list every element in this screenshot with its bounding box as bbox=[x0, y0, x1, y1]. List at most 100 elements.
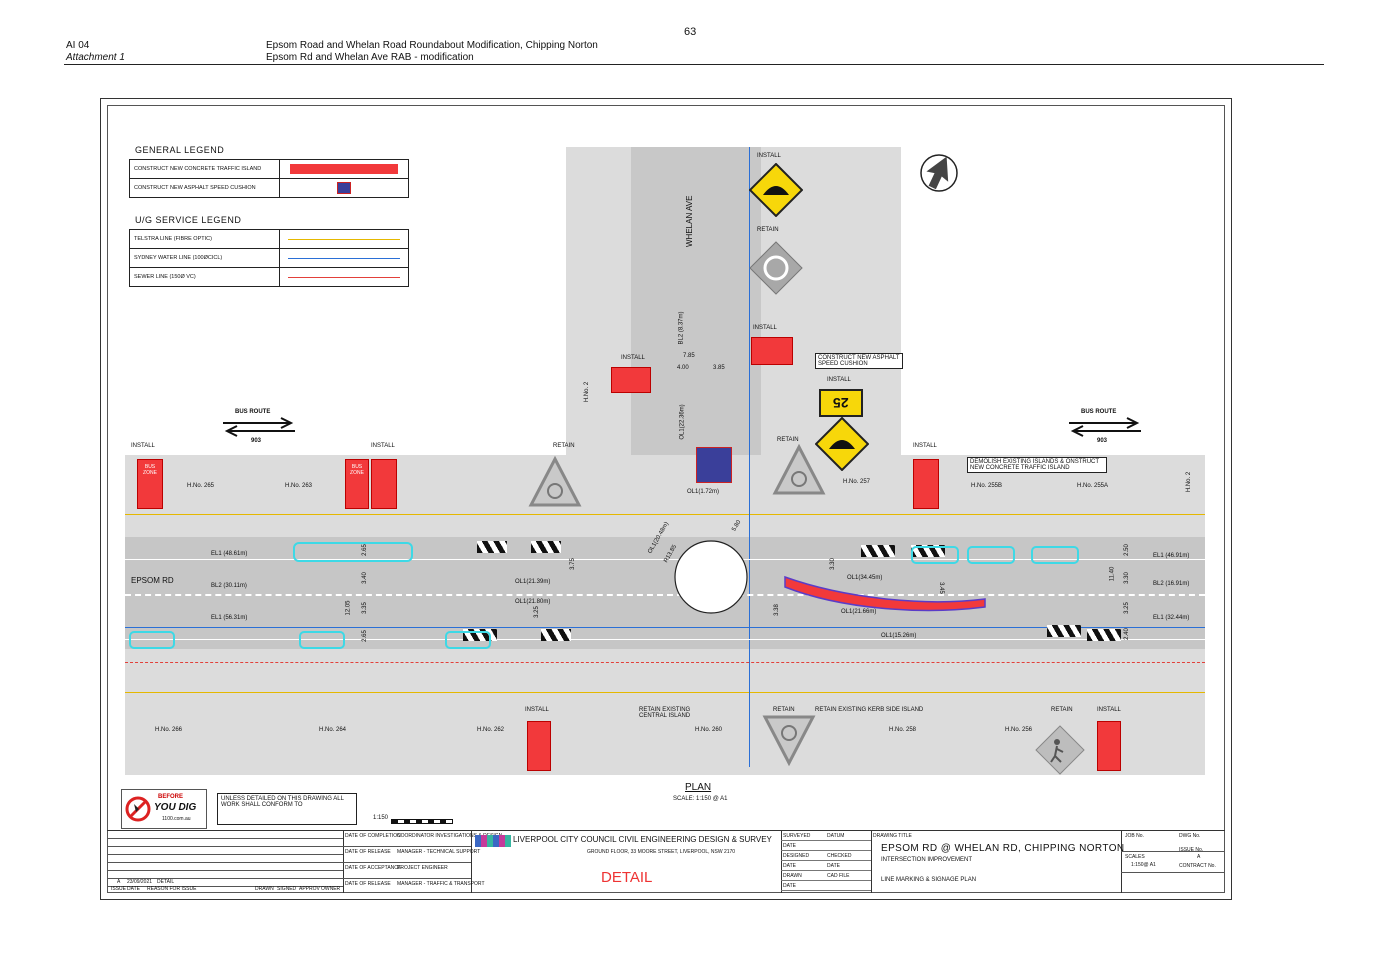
callout-install: INSTALL bbox=[827, 377, 851, 383]
callout-install: INSTALL bbox=[371, 443, 395, 449]
survey-label: DRAWN bbox=[783, 873, 802, 879]
dimension: 3.30 bbox=[829, 558, 836, 570]
page-number: 63 bbox=[684, 26, 697, 38]
house-number: H.No. 255B bbox=[971, 483, 1003, 489]
dimension: 2.65 bbox=[361, 544, 368, 556]
level-label: OL1(21.80m) bbox=[515, 599, 551, 605]
speed-cushion bbox=[696, 447, 732, 483]
check-label: CAD FILE bbox=[827, 873, 850, 879]
speed-hump-warning-sign-icon bbox=[815, 417, 869, 471]
water-line-whelan bbox=[749, 147, 750, 767]
chevron-island bbox=[861, 545, 895, 557]
callout-install: INSTALL bbox=[913, 443, 937, 449]
bus-number-left: 903 bbox=[251, 438, 262, 444]
no-stopping-sign bbox=[913, 459, 939, 509]
service-legend-table: TELSTRA LINE (FIBRE OPTIC) SYDNEY WATER … bbox=[129, 229, 409, 287]
epsom-rd-road bbox=[125, 537, 1205, 649]
dimension: 3.85 bbox=[713, 365, 725, 371]
survey-block bbox=[781, 831, 872, 893]
dbyd-before: BEFORE bbox=[158, 794, 184, 800]
issue-label: ISSUE No. bbox=[1179, 847, 1204, 853]
chevron-island bbox=[1047, 625, 1081, 637]
dimension: 12.05 bbox=[345, 600, 352, 616]
conform-note: UNLESS DETAILED ON THIS DRAWING ALL WORK… bbox=[217, 793, 357, 825]
role-label: MANAGER - TRAFFIC & TRANSPORT bbox=[397, 881, 485, 887]
no-stopping-sign bbox=[1097, 721, 1121, 771]
dimension: 3.38 bbox=[773, 604, 780, 616]
level-label: OL1(1.72m) bbox=[687, 489, 720, 495]
no-stopping-sign bbox=[371, 459, 397, 509]
house-number: H.No. 262 bbox=[477, 727, 505, 733]
dimension: 3.25 bbox=[533, 606, 540, 618]
speed-advisory-sign: 25 bbox=[819, 389, 863, 417]
callout-install: INSTALL bbox=[131, 443, 155, 449]
lane-line bbox=[125, 639, 1205, 640]
sewer-line bbox=[125, 662, 1205, 663]
legend-row: CONSTRUCT NEW ASPHALT SPEED CUSHION bbox=[129, 178, 409, 198]
survey-label: SURVEYED bbox=[783, 833, 811, 839]
revision-col-date: DATE bbox=[127, 886, 140, 892]
speed-advisory-value: 25 bbox=[833, 395, 849, 411]
water-line bbox=[125, 627, 1205, 628]
house-number: H.No. 256 bbox=[1005, 727, 1033, 733]
house-number: H.No. 265 bbox=[187, 483, 215, 489]
dbyd-you-dig: YOU DIG bbox=[154, 802, 197, 813]
scales-label: SCALES bbox=[1125, 854, 1145, 860]
dimension: 3.25 bbox=[1123, 602, 1130, 614]
callout-install: INSTALL bbox=[1097, 707, 1121, 713]
house-number: H.No. 260 bbox=[695, 727, 723, 733]
new-traffic-island bbox=[784, 575, 986, 612]
chevron-island bbox=[477, 541, 507, 553]
chevron-island bbox=[911, 545, 945, 557]
service-legend-title: U/G SERVICE LEGEND bbox=[135, 215, 242, 225]
car bbox=[1031, 546, 1079, 564]
scale-bar-label: 1:150 bbox=[373, 815, 389, 821]
telstra-line-south bbox=[125, 692, 1205, 693]
chevron-island bbox=[541, 629, 571, 641]
callout-install: INSTALL bbox=[753, 325, 777, 331]
level-label: EL1 (46.91m) bbox=[1153, 553, 1190, 559]
level-label: BL2 (16.91m) bbox=[1153, 581, 1190, 587]
chevron-island bbox=[1087, 629, 1121, 641]
legend-line-water bbox=[279, 248, 409, 268]
revision-date: 23/09/2021 bbox=[127, 879, 153, 885]
bus-route-arrows-left-icon bbox=[223, 417, 295, 437]
job-block bbox=[1121, 831, 1225, 893]
approval-label: DATE OF RELEASE bbox=[345, 881, 391, 887]
bus-zone-sign: BUS ZONE bbox=[137, 459, 163, 509]
dimension: 2.40 bbox=[1123, 628, 1130, 640]
bus-route-label-right: BUS ROUTE bbox=[1081, 409, 1117, 415]
level-label: OL1(34.45m) bbox=[847, 575, 883, 581]
role-label: MANAGER - TECHNICAL SUPPORT bbox=[397, 849, 481, 855]
level-label: OL1(21.39m) bbox=[515, 579, 551, 585]
role-label: PROJECT ENGINEER bbox=[397, 865, 448, 871]
bus-route-arrows-right-icon bbox=[1069, 417, 1141, 437]
dimension: 3.75 bbox=[569, 558, 576, 570]
legend-label: SEWER LINE (150Ø VC) bbox=[129, 267, 280, 287]
house-number: H.No. 264 bbox=[319, 727, 347, 733]
north-arrow-icon bbox=[920, 154, 958, 192]
revision-col-issue: ISSUE bbox=[111, 886, 127, 892]
legend-swatch-cushion bbox=[279, 178, 409, 198]
bus-number-right: 903 bbox=[1097, 438, 1108, 444]
level-label: EL1 (48.61m) bbox=[211, 551, 248, 557]
house-number: H.No. 266 bbox=[155, 727, 183, 733]
legend-row: TELSTRA LINE (FIBRE OPTIC) bbox=[129, 229, 409, 249]
lane-line bbox=[125, 594, 1205, 596]
dimension: 3.35 bbox=[361, 602, 368, 614]
legend-swatch-island bbox=[279, 159, 409, 179]
callout-retain: RETAIN bbox=[773, 707, 795, 713]
callout-install: INSTALL bbox=[621, 355, 645, 361]
job-label: JOB No. bbox=[1125, 833, 1144, 839]
callout-retain: RETAIN bbox=[553, 443, 575, 449]
callout-retain-kerb-island: RETAIN EXISTING KERB SIDE ISLAND bbox=[815, 707, 924, 713]
legend-row: CONSTRUCT NEW CONCRETE TRAFFIC ISLAND bbox=[129, 159, 409, 179]
revision-col-owner: OWNER bbox=[321, 886, 341, 892]
survey-label: DESIGNED bbox=[783, 853, 810, 859]
survey-label: DATE bbox=[783, 883, 796, 889]
house-number: H.No. 2 bbox=[584, 381, 591, 403]
bus-route-label-left: BUS ROUTE bbox=[235, 409, 271, 415]
check-label: DATE bbox=[827, 863, 840, 869]
level-label: OL1(21.66m) bbox=[841, 609, 877, 615]
dimension: 4.00 bbox=[677, 365, 689, 371]
